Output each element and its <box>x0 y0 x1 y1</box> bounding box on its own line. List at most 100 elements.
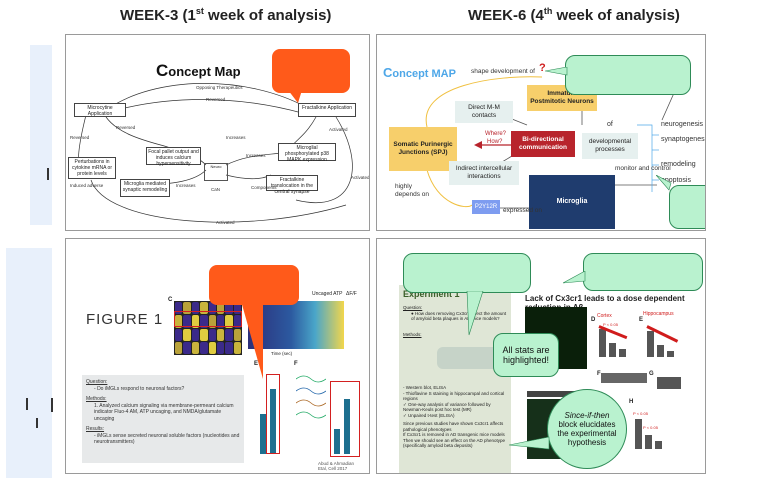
edge-label: Reversed <box>116 125 136 130</box>
experiment-bullets: - Western blot, ELISA - Thioflavine S st… <box>403 385 505 418</box>
edge-label: Reversed <box>206 97 226 102</box>
concept-box: Fractalkine Application <box>298 103 356 117</box>
edge-label: Increases <box>246 153 266 158</box>
how-label: How? <box>487 139 503 145</box>
bar <box>334 429 340 454</box>
western-blot-strip <box>527 391 589 397</box>
bar <box>635 419 642 449</box>
bar <box>667 351 674 357</box>
experiment-panel-bg <box>399 285 511 473</box>
green-callout <box>403 253 531 293</box>
citation: Abud & Ahmadian Etal, Cell 2017 <box>318 461 355 471</box>
figure-title: FIGURE 1 <box>86 311 164 328</box>
process-item: neurogenesis <box>661 121 704 128</box>
panel-letter: H <box>629 399 634 405</box>
concept-map-title: Concept MAP <box>383 65 456 80</box>
calcium-image-grid <box>174 301 242 355</box>
chart-title: Hippocampus <box>643 311 674 317</box>
experiment-question: Question: ● How does removing Cx3cr1 aff… <box>403 305 507 337</box>
bar <box>655 441 662 449</box>
chart-label: ΔF/F <box>346 291 357 297</box>
highly-label: highly <box>395 183 412 190</box>
green-callout <box>565 55 691 95</box>
highlight-box <box>266 374 280 454</box>
edge-label: Increases <box>226 135 246 140</box>
concept-box: Focal pallet output and induces calcium … <box>146 147 201 167</box>
panel-letter: G <box>649 371 654 377</box>
heatmap <box>248 301 344 349</box>
sidebar-marker <box>36 418 38 428</box>
panel-week3-figure: FIGURE 1 C Uncaged ATP ΔF/F Time (sec) E… <box>65 238 370 474</box>
of-label: of <box>607 121 613 128</box>
panel-letter: E <box>254 361 259 367</box>
panel-week3-concept-map: Concept Map Microcytine Application Frac… <box>65 34 370 231</box>
bar <box>270 389 276 454</box>
edge-label: Activated <box>216 220 235 225</box>
panel-letter: C <box>168 297 173 303</box>
concept-box: Fractalkine translocation in the central… <box>266 175 318 195</box>
process-item: apoptosis <box>661 177 691 184</box>
bar <box>647 331 654 357</box>
p-value: P < 0.05 <box>603 322 618 327</box>
western-blot <box>601 373 647 383</box>
edge-label: Components <box>251 185 277 190</box>
orange-callout-tail <box>241 301 263 379</box>
green-callout-tail <box>545 67 568 76</box>
concept-box: Microcytine Application <box>74 103 126 117</box>
process-item: remodeling <box>661 161 696 168</box>
edge-label: Induced adverse <box>70 183 104 188</box>
where-label: Where? <box>485 131 507 137</box>
highlight-box <box>174 311 242 327</box>
slide-text-box: Question: - Do iMGLs respond to neuronal… <box>82 375 244 463</box>
chart-title: Cortex <box>597 313 612 319</box>
edge-label: Activated <box>351 175 370 180</box>
panel-letter: D <box>591 317 596 323</box>
panel-letter: F <box>294 361 298 367</box>
green-callout <box>583 253 703 291</box>
process-item: synaptogenesis <box>661 136 706 143</box>
week6-header: WEEK-6 (4th week of analysis) <box>468 6 680 24</box>
edge-label: Activated <box>329 127 348 132</box>
bar <box>344 399 350 454</box>
highlight-box <box>330 381 360 457</box>
expressed-on-label: expressed on <box>503 207 543 214</box>
panel-week6-concept-map: Concept MAP shape development of ? Direc… <box>376 34 706 231</box>
axis-label: Time (sec) <box>271 351 293 356</box>
p2y12r-box: P2Y12R <box>472 200 500 214</box>
green-callout-tail <box>563 271 586 284</box>
orange-callout <box>209 265 299 305</box>
panel-letter: F <box>597 371 601 377</box>
green-callout-tail <box>656 175 672 191</box>
bidirectional-communication-box: Bi-directional communication <box>511 131 575 157</box>
orange-callout <box>272 49 350 93</box>
neuron-diagram: Neuro <box>204 163 228 181</box>
question-mark: ? <box>539 62 546 74</box>
somatic-junctions-box: Somatic Purinergic Junctions (SPJ) <box>389 127 457 171</box>
bar <box>609 343 616 357</box>
concept-box: Microglia mediated synaptic remodeling <box>120 179 170 197</box>
sidebar-marker <box>47 168 49 180</box>
concept-map-title: Concept Map <box>156 61 241 80</box>
since-if-then-block: Since previous studies have shown Cx3cr1… <box>403 421 505 448</box>
monitor-label: monitor and control <box>615 165 671 172</box>
direct-contacts-box: Direct M-M contacts <box>455 101 513 123</box>
bar <box>645 435 652 449</box>
stats-callout: All stats are highlighted! <box>493 333 559 377</box>
indirect-interactions-box: Indirect intercellular interactions <box>449 161 519 185</box>
orange-callout-tail <box>288 90 302 103</box>
panel-week6-experiment: Experiment 1 Question: ● How does removi… <box>376 238 706 474</box>
chart-label: Uncaged ATP <box>312 291 343 297</box>
methods-diagram <box>437 347 507 369</box>
elisa-bars <box>657 377 681 389</box>
green-callout-tail <box>466 291 484 336</box>
bar <box>657 345 664 357</box>
trace-lines <box>296 375 326 419</box>
edge-label: Reversed <box>70 135 90 140</box>
edge-label: Opposing Therapeutics <box>196 85 243 90</box>
p-value: P < 0.05 <box>643 425 658 430</box>
week3-header: WEEK-3 (1st week of analysis) <box>120 6 332 24</box>
sidebar-marker <box>51 398 53 412</box>
left-sidebar-bottom <box>6 248 52 478</box>
edge-label: Increases <box>176 183 196 188</box>
green-callout <box>669 185 705 229</box>
